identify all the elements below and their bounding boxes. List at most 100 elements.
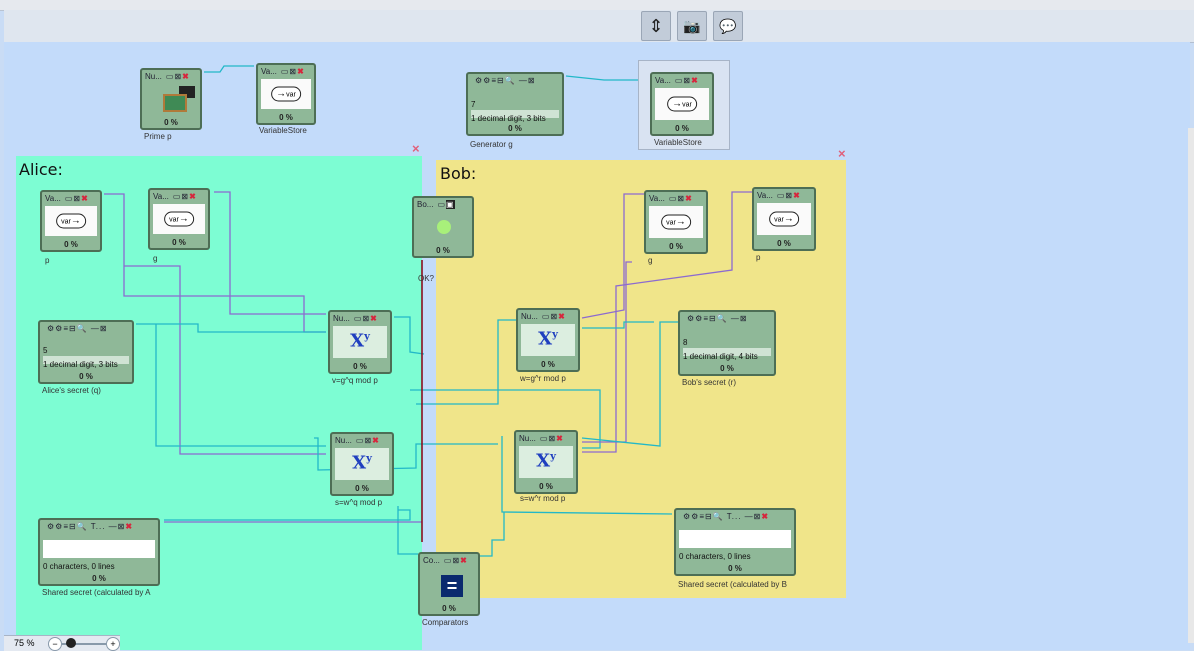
prime-p-caption: Prime p <box>144 132 172 141</box>
speech-bubble-icon: 💬 <box>719 17 737 34</box>
alice-g-node[interactable]: Va...▭⊠✖ var→ 0 % <box>148 188 210 250</box>
zoom-in-button[interactable]: + <box>106 637 120 651</box>
node-controls-icon: ▭⊠✖ <box>674 76 699 85</box>
s-mod-alice-caption: s=w^q mod p <box>335 498 383 507</box>
comparators-caption: Comparators <box>422 618 469 627</box>
chalkboard-icon <box>163 94 187 112</box>
screenshot-button[interactable]: 📷 <box>677 11 707 41</box>
bob-shared-secret-node[interactable]: ⚙⚙≡⊟🔍 T... —⊠✖ 0 characters, 0 lines 0 % <box>674 508 796 576</box>
variable-icon: →var <box>271 86 301 102</box>
zoom-out-button[interactable]: − <box>48 637 62 651</box>
zoom-slider-thumb[interactable] <box>66 638 76 648</box>
alice-p-caption: p <box>45 256 50 265</box>
alice-shared-text-area[interactable] <box>43 540 155 558</box>
progress-label: 0 % <box>669 242 683 251</box>
progress-label: 0 % <box>92 574 106 583</box>
node-head-label: Bo... <box>417 200 434 209</box>
progress-label: 0 % <box>436 246 450 255</box>
prime-p-node[interactable]: Nu...▭⊠✖ 0 % <box>140 68 202 130</box>
variable-store-caption: VariableStore <box>259 126 307 135</box>
variable-store-node[interactable]: Va...▭⊠✖ →var 0 % <box>256 63 316 125</box>
connection-wires <box>104 65 752 557</box>
node-controls-icon: ▭⊠✖ <box>353 314 378 323</box>
node-controls-icon: ▭⊠✖ <box>668 194 693 203</box>
node-controls-icon: ▭⊠✖ <box>64 194 89 203</box>
progress-label: 0 % <box>777 239 791 248</box>
light-bulb-icon <box>437 220 451 234</box>
node-controls-icon: ▭⊠✖ <box>172 192 197 201</box>
comparators-node[interactable]: Co...▭⊠✖ = 0 % <box>418 552 480 616</box>
power-icon: Xy <box>350 330 370 352</box>
camera-icon: 📷 <box>683 17 701 34</box>
variable-store-selected-node[interactable]: Va...▭⊠✖ →var 0 % <box>650 72 714 136</box>
zoom-control: 75 % − + <box>4 635 120 651</box>
node-controls-icon: ⚙⚙≡⊟🔍 T... —⊠✖ <box>47 522 134 531</box>
progress-label: 0 % <box>728 564 742 573</box>
alice-secret-value: 5 <box>43 346 48 355</box>
ok-boolean-node[interactable]: Bo...▭▣ 0 % <box>412 196 474 258</box>
w-mod-caption: w=g^r mod p <box>520 374 566 383</box>
node-head-label: Nu... <box>145 72 162 81</box>
s-mod-alice-node[interactable]: Nu...▭⊠✖ Xy 0 % <box>330 432 394 496</box>
node-controls-icon: ▭⊠✖ <box>280 67 305 76</box>
bob-secret-caption: Bob's secret (r) <box>682 378 736 387</box>
node-controls-icon: ▭▣ <box>437 200 455 209</box>
bob-shared-caption: Shared secret (calculated by B <box>678 580 787 589</box>
comment-button[interactable]: 💬 <box>713 11 743 41</box>
alice-shared-caption: Shared secret (calculated by A <box>42 588 151 597</box>
progress-label: 0 % <box>355 484 369 493</box>
bob-p-caption: p <box>756 253 761 262</box>
bob-g-caption: g <box>648 256 653 265</box>
node-controls-icon: ▭⊠✖ <box>443 556 468 565</box>
bob-group-close-button[interactable]: × <box>838 146 846 161</box>
bob-secret-node[interactable]: ⚙⚙≡⊟🔍 —⊠ 8 1 decimal digit, 4 bits 0 % <box>678 310 776 376</box>
variable-store-selected-caption: VariableStore <box>654 138 702 147</box>
node-controls-icon: ▭⊠✖ <box>539 434 564 443</box>
progress-label: 0 % <box>541 360 555 369</box>
alice-p-node[interactable]: Va...▭⊠✖ var→ 0 % <box>40 190 102 252</box>
node-controls-icon: ⚙⚙≡⊟🔍 —⊠ <box>475 76 536 85</box>
node-head-label: Nu... <box>521 312 538 321</box>
bob-secret-value: 8 <box>683 338 688 347</box>
alice-group-close-button[interactable]: × <box>412 141 420 156</box>
bob-p-node[interactable]: Va...▭⊠✖ var→ 0 % <box>752 187 816 251</box>
bob-g-node[interactable]: Va...▭⊠✖ var→ 0 % <box>644 190 708 254</box>
equals-icon: = <box>441 575 463 597</box>
node-controls-icon: ▭⊠✖ <box>165 72 190 81</box>
progress-label: 0 % <box>279 113 293 122</box>
vertical-scrollbar[interactable] <box>1188 128 1194 643</box>
node-head-label: Co... <box>423 556 440 565</box>
node-head-label: Va... <box>261 67 277 76</box>
progress-label: 0 % <box>353 362 367 371</box>
generator-value: 7 <box>471 100 476 109</box>
bob-shared-text-area[interactable] <box>679 530 791 548</box>
zoom-level: 75 % <box>14 638 35 648</box>
power-icon: Xy <box>536 450 556 472</box>
progress-label: 0 % <box>79 372 93 381</box>
variable-icon: var→ <box>769 211 799 227</box>
node-head-label: Va... <box>153 192 169 201</box>
alice-secret-node[interactable]: ⚙⚙≡⊟🔍 —⊠ 5 1 decimal digit, 3 bits 0 % <box>38 320 134 384</box>
s-mod-bob-node[interactable]: Nu...▭⊠✖ Xy 0 % <box>514 430 578 494</box>
progress-label: 0 % <box>720 364 734 373</box>
progress-label: 0 % <box>442 604 456 613</box>
node-head-label: Nu... <box>335 436 352 445</box>
variable-icon: var→ <box>56 213 86 229</box>
progress-label: 0 % <box>675 124 689 133</box>
workspace-canvas[interactable]: Alice: × Bob: × <box>4 42 1190 650</box>
alice-shared-secret-node[interactable]: ⚙⚙≡⊟🔍 T... —⊠✖ 0 characters, 0 lines 0 % <box>38 518 160 586</box>
bob-shared-text-stats: 0 characters, 0 lines <box>679 552 751 561</box>
fit-to-window-button[interactable]: ⇕ <box>641 11 671 41</box>
node-head-label: Va... <box>45 194 61 203</box>
node-controls-icon: ⚙⚙≡⊟🔍 —⊠ <box>687 314 748 323</box>
generator-g-node[interactable]: ⚙⚙≡⊟🔍 —⊠ 7 1 decimal digit, 3 bits 0 % <box>466 72 564 136</box>
w-mod-node[interactable]: Nu...▭⊠✖ Xy 0 % <box>516 308 580 372</box>
zoom-slider[interactable] <box>62 643 106 645</box>
power-icon: Xy <box>538 328 558 350</box>
variable-icon: →var <box>667 96 697 112</box>
v-mod-node[interactable]: Nu...▭⊠✖ Xy 0 % <box>328 310 392 374</box>
progress-label: 0 % <box>64 240 78 249</box>
generator-desc: 1 decimal digit, 3 bits <box>471 114 546 123</box>
generator-g-caption: Generator g <box>470 140 513 149</box>
variable-icon: var→ <box>164 211 194 227</box>
